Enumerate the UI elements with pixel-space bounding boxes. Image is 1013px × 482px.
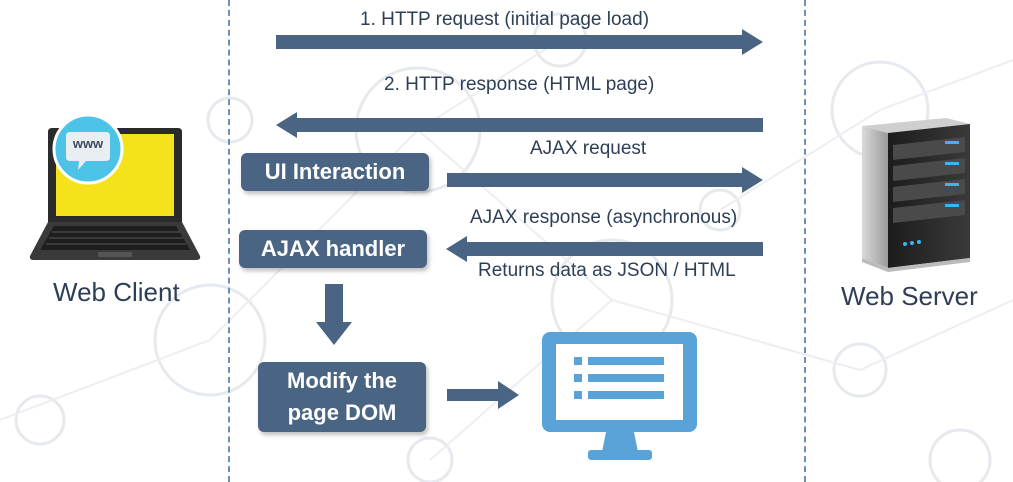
modify-dom-line2: page DOM: [287, 400, 397, 425]
client-divider-line: [228, 0, 230, 482]
ajax-handler-box[interactable]: AJAX handler: [239, 230, 427, 268]
ajax-request-arrow: [447, 167, 763, 193]
ui-interaction-box[interactable]: UI Interaction: [241, 153, 429, 191]
http-request-arrow: [276, 29, 763, 55]
http-request-label: 1. HTTP request (initial page load): [360, 9, 650, 30]
modify-dom-box[interactable]: Modify the page DOM: [258, 362, 426, 432]
modify-dom-line1: Modify the: [287, 368, 397, 393]
returns-data-label: Returns data as JSON / HTML: [478, 260, 736, 281]
ajax-request-label: AJAX request: [530, 138, 647, 159]
http-response-arrow: [276, 112, 763, 138]
web-server-label: Web Server: [841, 281, 978, 311]
ajax-response-arrow: [446, 236, 763, 262]
www-badge-text: www: [72, 136, 104, 151]
down-arrow: [316, 284, 352, 345]
ajax-response-label: AJAX response (asynchronous): [470, 207, 738, 228]
http-response-label: 2. HTTP response (HTML page): [384, 74, 655, 95]
dom-update-arrow: [447, 381, 519, 409]
server-divider-line: [804, 0, 806, 482]
web-client-label: Web Client: [53, 277, 180, 307]
